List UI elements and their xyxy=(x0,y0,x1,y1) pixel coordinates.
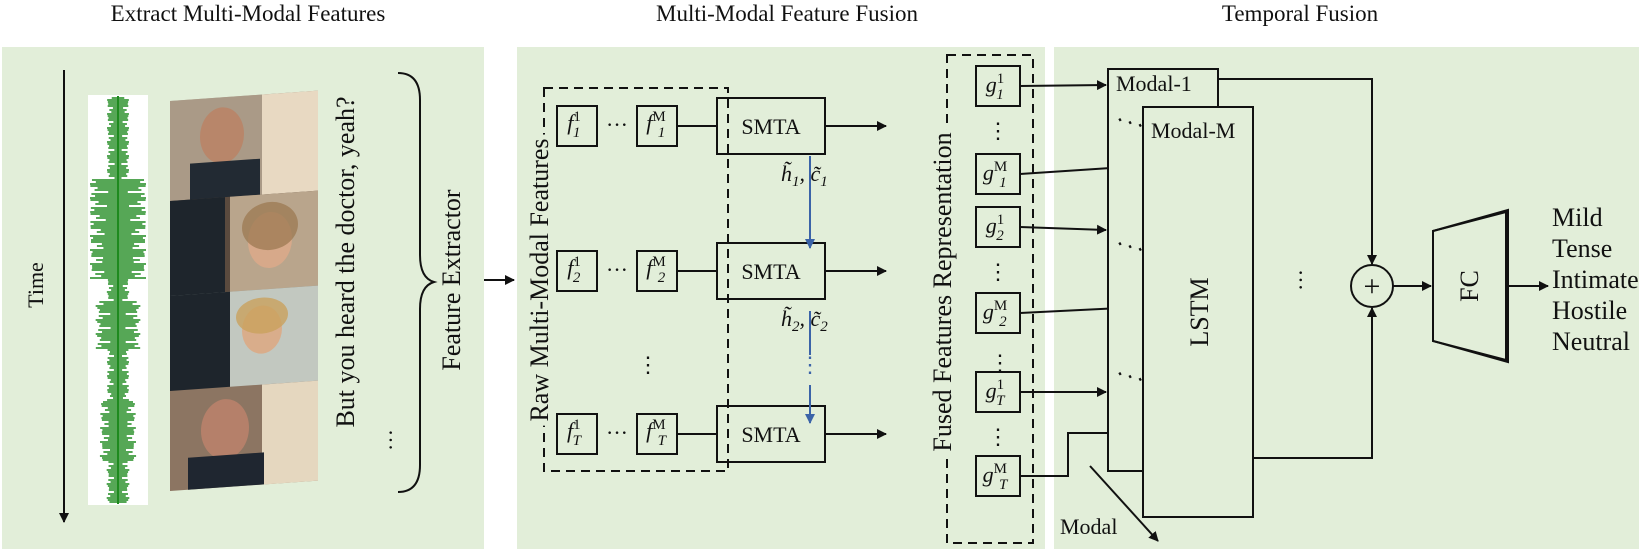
audio-waveform xyxy=(90,96,146,504)
raw-vertical-ellipsis: ⋮ xyxy=(637,352,659,377)
modal-1-label: Modal-1 xyxy=(1116,71,1192,96)
video-frame-1 xyxy=(170,90,318,203)
smta-label: SMTA xyxy=(741,114,800,139)
fused-group-ellipsis: ⋮ xyxy=(987,118,1009,143)
fused-group-ellipsis: ⋮ xyxy=(987,424,1009,449)
lstm-to-sum-line xyxy=(1253,307,1377,459)
raw-features-dashed-box xyxy=(543,87,729,472)
output-label-hostile: Hostile xyxy=(1552,296,1627,325)
raw-feature-first-box xyxy=(556,250,598,292)
sum-plus: + xyxy=(1364,270,1381,303)
lstm-label: LSTM xyxy=(1185,277,1214,346)
fused-features-dashed-box xyxy=(946,54,1034,544)
fused-last-to-modal-m-arrow xyxy=(1020,428,1142,477)
raw-features-label: Raw Multi-Modal Features xyxy=(525,138,554,421)
fc-label: FC xyxy=(1455,270,1484,302)
transcript-text: But you heard the doctor, yeah? xyxy=(331,96,360,427)
right-brace xyxy=(397,72,438,493)
fused-first-to-modal-1-arrow xyxy=(1019,80,1107,91)
raw-feature-row-ellipsis: ··· xyxy=(606,112,628,137)
smta-label: SMTA xyxy=(741,259,800,284)
transcript-ellipsis: … xyxy=(372,429,397,451)
raw-feature-first-box xyxy=(556,105,598,147)
video-frames xyxy=(170,90,318,491)
smta-vertical-ellipsis: ⋮ xyxy=(799,352,821,377)
modal-m-box xyxy=(1142,106,1254,518)
raw-feature-row-ellipsis: ··· xyxy=(606,420,628,445)
output-label-mild: Mild xyxy=(1552,203,1603,232)
output-label-intimate: Intimate xyxy=(1552,265,1639,294)
raw-feature-first-box xyxy=(556,413,598,455)
fc-block-outline xyxy=(1432,210,1507,362)
video-frame-2 xyxy=(170,190,318,301)
fused-vertical-ellipsis: ⋮ xyxy=(989,350,1011,375)
fused-first-to-modal-1-arrow xyxy=(1019,224,1107,235)
header-fusion: Multi-Modal Feature Fusion xyxy=(656,1,918,26)
output-label-neutral: Neutral xyxy=(1552,327,1630,356)
time-label: Time xyxy=(23,262,48,308)
video-frame-3 xyxy=(170,285,318,396)
modal-axis-arrow xyxy=(1089,465,1159,542)
modal-axis-label: Modal xyxy=(1060,514,1117,539)
fused-features-label: Fused Features Representation xyxy=(928,132,957,451)
modal-m-label: Modal-M xyxy=(1151,118,1235,143)
smta-label: SMTA xyxy=(741,422,800,447)
temporal-ellipsis: ··· xyxy=(1288,269,1313,291)
fused-group-ellipsis: ⋮ xyxy=(987,259,1009,284)
header-temporal: Temporal Fusion xyxy=(1222,1,1379,26)
header-extract: Extract Multi-Modal Features xyxy=(111,1,386,26)
video-frame-4 xyxy=(170,380,318,491)
modal-1-to-sum-line xyxy=(1218,78,1377,265)
output-label-tense: Tense xyxy=(1552,234,1612,263)
raw-feature-row-ellipsis: ··· xyxy=(606,257,628,282)
feature-extractor-label: Feature Extractor xyxy=(437,189,466,371)
